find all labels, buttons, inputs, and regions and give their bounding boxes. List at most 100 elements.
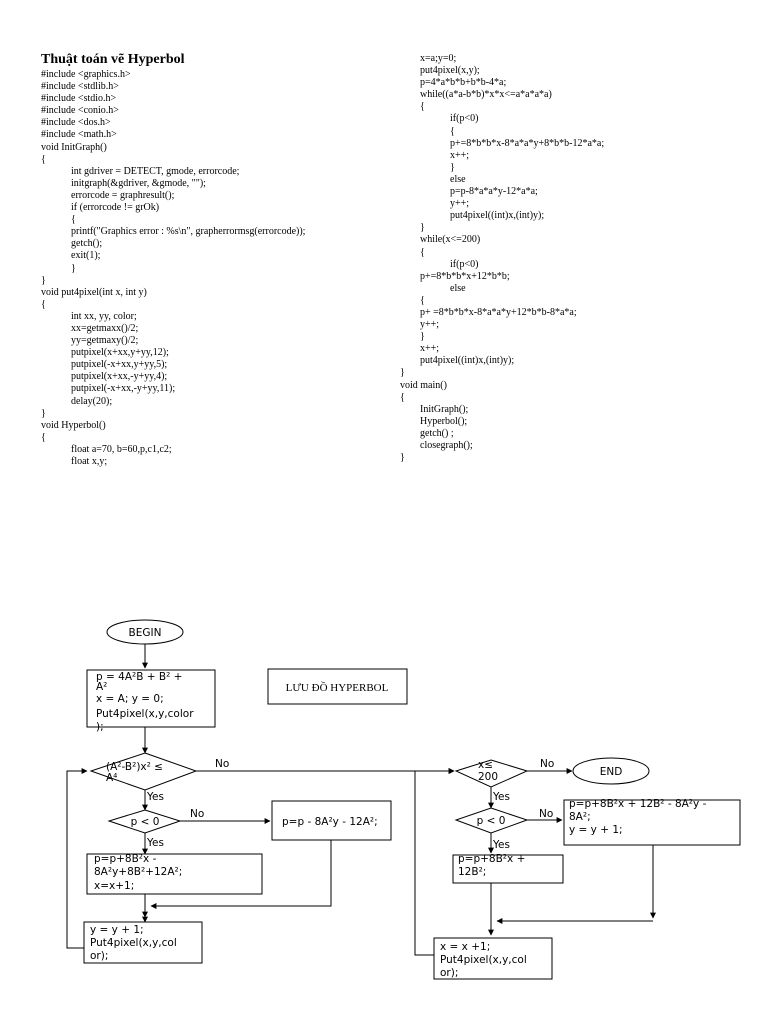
code-line: exit(1); <box>41 250 101 262</box>
arrow-no-branch-to-merge <box>150 840 332 909</box>
code-line: errorcode = graphresult(); <box>41 189 175 201</box>
step-x-box <box>433 937 553 980</box>
begin-terminal <box>106 619 184 645</box>
code-line: #include <graphics.h> <box>41 69 131 80</box>
update-yes-1-box <box>86 853 263 895</box>
step-x-line-1: x = x +1; <box>440 941 490 953</box>
step-y-box <box>83 921 203 964</box>
condition-1-yes-label: Yes <box>146 791 164 803</box>
arrow-loop-back-1 <box>66 768 88 949</box>
code-line: { <box>41 214 76 226</box>
step-y-line-1: y = y + 1; <box>90 924 144 936</box>
code-line: closegraph(); <box>400 440 473 451</box>
code-line: putpixel(x+xx,y+yy,12); <box>41 347 169 359</box>
code-line: } <box>41 274 46 286</box>
code-line: if(p<0) <box>400 113 479 125</box>
code-line: int gdriver = DETECT, gmode, errorcode; <box>41 165 240 177</box>
arrow-loop-back-2 <box>414 771 434 956</box>
code-line: while(x<=200) <box>400 234 481 246</box>
step-x-line-2: Put4pixel(x,y,col <box>440 954 527 966</box>
code-line: #include <math.h> <box>41 129 117 141</box>
code-line: float x,y; <box>41 456 108 467</box>
code-line: if(p<0) <box>400 258 479 270</box>
code-line: putpixel(-x+xx,-y+yy,11); <box>41 383 176 395</box>
code-line: getch() ; <box>400 427 454 439</box>
code-line: { <box>41 298 46 310</box>
code-line: } <box>400 161 455 173</box>
code-line: InitGraph(); <box>400 403 469 415</box>
end-label: END <box>600 766 623 778</box>
code-line: int xx, yy, color; <box>41 310 137 322</box>
code-line: #include <dos.h> <box>41 117 111 129</box>
code-line: put4pixel((int)x,(int)y); <box>400 355 515 367</box>
code-line: if (errorcode != grOk) <box>41 202 160 214</box>
condition-p-1-no-label: No <box>190 808 204 820</box>
init-process-box <box>86 669 216 728</box>
code-line: x++; <box>400 343 440 355</box>
step-x-line-3: or); <box>440 967 458 979</box>
document-title: Thuật toán vẽ Hyperbol <box>41 52 185 67</box>
condition-p-2-no-label: No <box>539 808 553 820</box>
init-line-2: A² <box>96 681 107 693</box>
code-line: putpixel(-x+xx,y+yy,5); <box>41 359 168 371</box>
update-no-2-line-1: p=p+8B²x + 12B² - 8A²y - <box>569 798 707 810</box>
code-line: void InitGraph() <box>41 141 107 153</box>
flowchart-title-box <box>267 668 408 705</box>
update-no-1-box <box>271 800 392 841</box>
update-yes-2-line-1: p=p+8B²x + <box>458 853 525 865</box>
condition-2-line-1: x≤ <box>478 759 493 771</box>
code-line: void Hyperbol() <box>41 419 106 431</box>
init-line-3: x = A; y = 0; <box>96 693 164 705</box>
code-line: void put4pixel(int x, int y) <box>41 286 147 298</box>
code-line: #include <conio.h> <box>41 105 119 117</box>
code-line: } <box>41 407 46 419</box>
init-line-1: p = 4A²B + B² + <box>96 671 182 683</box>
code-line: p+=8*b*b*x-8*a*a*y+8*b*b-12*a*a; <box>400 137 605 149</box>
update-yes-2-box <box>452 854 564 884</box>
update-yes-1-line-2: 8A²y+8B²+12A²; <box>94 866 182 878</box>
update-yes-1-line-3: x=x+1; <box>94 880 134 892</box>
code-listing-left: #include <graphics.h>#include <stdlib.h>… <box>41 69 305 468</box>
code-line: p=p-8*a*a*y-12*a*a; <box>400 186 538 198</box>
condition-2-diamond <box>454 759 529 788</box>
code-line: p+=8*b*b*x+12*b*b; <box>400 270 510 282</box>
condition-p-2-diamond <box>454 807 529 834</box>
update-no-2-line-3: y = y + 1; <box>569 824 623 836</box>
code-line: x=a;y=0; <box>400 53 457 64</box>
code-line: } <box>41 262 76 274</box>
flowchart-title: LƯU ĐỒ HYPERBOL <box>286 681 389 694</box>
condition-1-line-2: A⁴ <box>106 772 117 784</box>
code-line: yy=getmaxy()/2; <box>41 335 139 347</box>
update-no-1-text: p=p - 8A²y - 12A²; <box>282 816 378 828</box>
code-line: } <box>400 367 405 379</box>
code-line: put4pixel((int)x,(int)y); <box>400 210 545 222</box>
code-line: x++; <box>400 149 470 161</box>
code-line: p=4*a*b*b+b*b-4*a; <box>400 77 507 89</box>
condition-2-yes-label: Yes <box>492 791 510 803</box>
condition-1-diamond <box>89 752 198 791</box>
code-line: void main() <box>400 379 447 391</box>
update-no-2-line-2: 8A²; <box>569 811 591 823</box>
code-line: { <box>400 246 425 258</box>
condition-1-line-1: (A²-B²)x² ≤ <box>106 761 163 773</box>
code-line: #include <stdio.h> <box>41 93 117 105</box>
init-line-5: ); <box>96 721 104 733</box>
code-line: getch(); <box>41 238 103 250</box>
update-yes-2-line-2: 12B²; <box>458 866 486 878</box>
condition-p-1-diamond <box>107 809 182 834</box>
code-line: float a=70, b=60,p,c1,c2; <box>41 443 172 455</box>
init-line-4: Put4pixel(x,y,color <box>96 708 194 720</box>
code-line: putpixel(x+xx,-y+yy,4); <box>41 371 168 383</box>
condition-p-2-yes-label: Yes <box>492 839 510 851</box>
code-line: else <box>400 173 466 185</box>
code-line: { <box>400 294 425 306</box>
step-y-line-3: or); <box>90 950 108 962</box>
code-line: { <box>400 101 425 113</box>
code-line: { <box>41 431 46 443</box>
code-line: { <box>400 125 455 137</box>
code-line: delay(20); <box>41 395 113 407</box>
code-line: } <box>400 222 425 234</box>
code-line: while((a*a-b*b)*x*x<=a*a*a*a) <box>400 89 552 101</box>
code-line: { <box>41 153 46 165</box>
